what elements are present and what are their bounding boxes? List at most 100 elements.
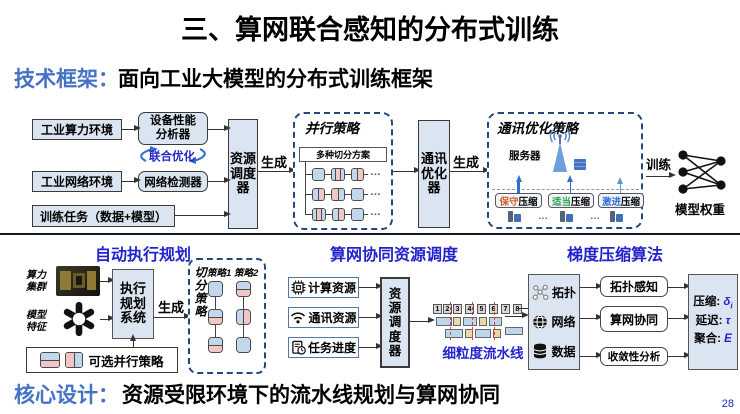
output-delay: 延迟: τ (695, 314, 731, 327)
box-label: 算网协同 (609, 312, 658, 327)
stage-cell: 7 (501, 304, 510, 314)
box-compute-resource: 计算资源 (288, 277, 359, 298)
strategy-block (236, 281, 251, 297)
strategy-block (312, 208, 326, 221)
strategy-block (331, 168, 345, 181)
box-gradient-sources: 拓扑 网络 数据 (528, 274, 580, 370)
box-label: 收敛性分析 (607, 351, 661, 363)
legend-box: 可选并行策略 (26, 347, 178, 373)
output-aggregation: 聚合: E (694, 333, 732, 346)
ellipsis: … (370, 186, 381, 198)
stage-cell: 8 (513, 304, 522, 314)
database-icon (534, 343, 547, 359)
box-label: 任务进度 (307, 341, 356, 355)
box-label: 计算资源 (307, 281, 356, 295)
strategy2-label: 策略2 (234, 268, 259, 279)
legend-block-vertical (65, 352, 84, 368)
joint-optimization-label: 联合优化 (149, 151, 195, 163)
pipeline-bar (489, 317, 502, 326)
arrow (410, 317, 435, 324)
page-title: 三、算网联合感知的分布式训练 (181, 15, 559, 45)
box-label: 通讯资源 (308, 311, 357, 325)
arrow (258, 167, 296, 174)
legend-block-horizontal (40, 352, 61, 368)
box-label: 执行规划系统 (119, 280, 146, 326)
box-topology-aware: 拓扑感知 (600, 276, 668, 297)
box-resource-scheduler-bottom: 资源调度器 (380, 277, 410, 368)
compression-level: 保守 (499, 196, 519, 208)
model-features-label: 模型特征 (26, 310, 46, 333)
arrow (646, 172, 676, 179)
wifi-icon (291, 312, 306, 324)
strategy-block (236, 309, 251, 325)
strategy-block (236, 337, 251, 353)
split-strategy-panel (188, 258, 266, 374)
strategy-block (312, 168, 325, 181)
pipeline-cut-line (472, 302, 473, 340)
box-label: 网络检测器 (144, 176, 202, 189)
pipeline-stage-numbers: 1 2 3 4 5 6 7 8 (433, 304, 523, 314)
baseline (492, 189, 639, 190)
box-label: 多种切分方案 (315, 150, 370, 160)
source-topology: 拓扑 (532, 284, 576, 301)
source-network: 网络 (532, 313, 576, 330)
server-box-icon (574, 159, 586, 170)
box-label: 设备性能分析器 (150, 115, 196, 141)
source-data: 数据 (532, 343, 576, 360)
compression-word: 压缩 (518, 196, 538, 208)
arrow (668, 314, 691, 321)
pipeline-bar (453, 317, 461, 326)
stage-cell: 6 (489, 304, 498, 314)
pipeline-bar (475, 329, 491, 338)
pipeline-bar (436, 317, 452, 326)
strategy-block (351, 188, 364, 201)
devices-icon (508, 211, 521, 222)
arrow (580, 352, 603, 359)
ellipsis: … (370, 206, 381, 218)
generate-label-1: 生成 (261, 155, 288, 170)
arrow (580, 314, 603, 321)
arrow (154, 313, 191, 320)
devices-icon (560, 211, 573, 222)
comm-strategy-title: 通讯优化策略 (497, 121, 578, 136)
box-gradient-outputs: 压缩: δi 延迟: τ 聚合: E (688, 274, 738, 370)
compression-word: 压缩 (571, 196, 591, 208)
legend-label: 可选并行策略 (88, 354, 164, 369)
arrow (668, 283, 691, 290)
arrow (393, 167, 421, 174)
box-execution-planning-system: 执行规划系统 (112, 269, 154, 339)
topology-icon (532, 284, 549, 301)
globe-icon (533, 314, 548, 330)
strategy-block (351, 208, 364, 221)
generate-label-3: 生成 (158, 300, 185, 315)
strategy1-label: 策略1 (207, 268, 232, 279)
strategy-block (208, 281, 223, 297)
chip-icon (291, 280, 306, 295)
arrow (100, 315, 115, 322)
arrow (668, 352, 691, 359)
pipeline-bar (505, 327, 523, 335)
compression-word: 压缩 (621, 196, 641, 208)
section-divider (0, 233, 740, 236)
box-comm-resource: 通讯资源 (288, 307, 359, 328)
strategy-block (332, 208, 345, 221)
box-label: 资源调度器 (388, 286, 402, 358)
pipeline-bar (479, 317, 487, 326)
box-comm-optimizer: 通讯优化器 (418, 120, 450, 228)
cycle-arrows-icon (140, 146, 206, 164)
strategy-block (208, 337, 223, 353)
pipeline-label: 细粒度流水线 (442, 346, 524, 361)
auto-plan-title: 自动执行规划 (95, 247, 192, 264)
arrow (359, 313, 383, 320)
ellipsis: … (370, 166, 381, 178)
arrow (505, 312, 529, 319)
pipeline-cut-line (450, 302, 451, 340)
arrow (359, 283, 383, 290)
pipeline-cut-line (494, 302, 495, 340)
ellipsis: … (538, 211, 548, 222)
model-weights-label: 模型权重 (674, 203, 725, 217)
compression-aggressive: 激进压缩 (598, 193, 644, 208)
core-design-text: 资源受限环境下的流水线规划与算网协同 (122, 384, 500, 407)
task-progress-icon (292, 340, 306, 355)
box-network-detector: 网络检测器 (138, 171, 208, 192)
